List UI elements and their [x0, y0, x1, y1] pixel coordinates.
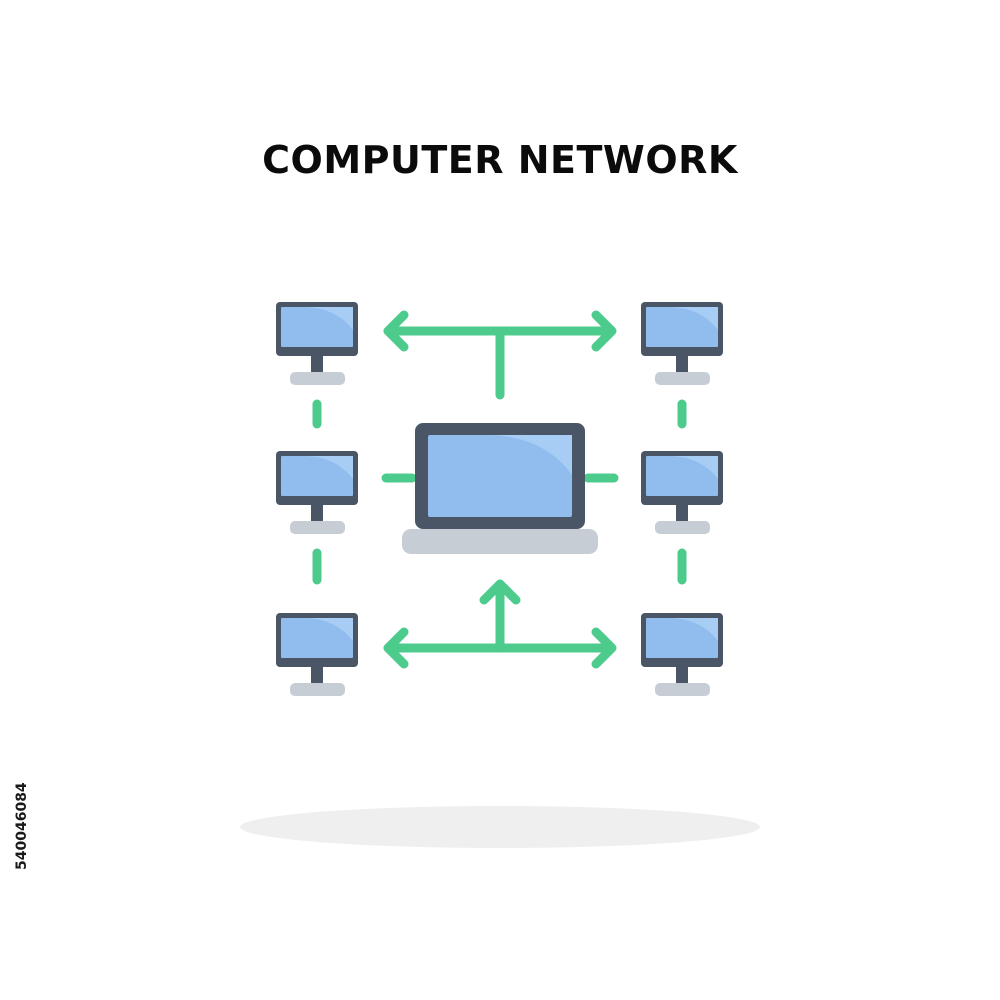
page-title: COMPUTER NETWORK — [262, 138, 738, 182]
monitor-icon — [276, 451, 358, 534]
monitor-icon — [641, 451, 723, 534]
monitor-icon — [641, 613, 723, 696]
connector-lines — [312, 310, 687, 669]
monitor-icon — [276, 302, 358, 385]
stock-id-watermark: 540046084 — [14, 782, 30, 870]
monitor-icon — [276, 613, 358, 696]
ground-shadow — [240, 806, 760, 848]
laptop-icon — [402, 423, 598, 554]
monitor-icon — [641, 302, 723, 385]
